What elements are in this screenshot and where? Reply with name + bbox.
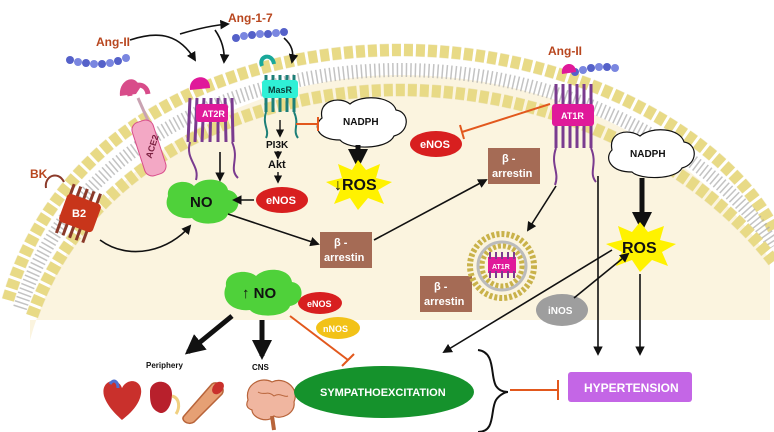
svg-text:arrestin: arrestin (492, 168, 533, 180)
sympathoexcitation-ellipse: SYMPATHOEXCITATION (294, 366, 474, 418)
svg-text:eNOS: eNOS (307, 299, 332, 309)
ang-1-7-label: Ang-1-7 (228, 11, 273, 25)
svg-text:arrestin: arrestin (324, 252, 365, 264)
svg-text:↓ROS: ↓ROS (334, 177, 377, 194)
svg-text:NO: NO (190, 194, 213, 211)
ang-ii-left-label: Ang-II (96, 35, 130, 49)
svg-text:AT1R: AT1R (492, 264, 510, 271)
svg-text:β -: β - (434, 281, 448, 293)
svg-text:eNOS: eNOS (266, 195, 296, 207)
enos-left-oval: eNOS (256, 187, 308, 213)
ang-ii-right-label: Ang-II (548, 44, 582, 58)
at1r-receptor: AT1R (552, 63, 597, 186)
converging-brace (477, 349, 509, 432)
enos-right-oval: eNOS (410, 131, 462, 157)
svg-text:↑ NO: ↑ NO (242, 285, 277, 302)
bk-label: BK (30, 167, 48, 181)
ang-ii-right-peptide (571, 63, 619, 76)
brain-icon (246, 379, 296, 431)
b2-receptor: B2 (44, 174, 102, 244)
inos-oval: iNOS (536, 294, 588, 326)
internalized-at1r-vesicle: AT1R (467, 231, 537, 301)
svg-text:SYMPATHOEXCITATION: SYMPATHOEXCITATION (320, 387, 446, 399)
svg-text:ROS: ROS (622, 240, 657, 257)
svg-text:NADPH: NADPH (343, 117, 379, 128)
hypertension-box: HYPERTENSION (568, 372, 692, 402)
at2r-receptor: AT2R (186, 77, 239, 181)
kidney-icon (150, 381, 181, 415)
nnos-oval: nNOS (316, 317, 360, 339)
akt-label: Akt (268, 159, 286, 171)
svg-text:eNOS: eNOS (420, 139, 450, 151)
svg-text:β -: β - (502, 153, 516, 165)
at1r-label: AT1R (561, 111, 584, 121)
masr-label: MasR (268, 85, 293, 95)
enos-bottom-oval: eNOS (298, 292, 342, 314)
ros-down-star: ↓ROS (326, 160, 392, 210)
nadph-left: NADPH (316, 97, 407, 148)
heart-icon (103, 379, 142, 420)
b2-label: B2 (72, 208, 86, 220)
nadph-right: NADPH (608, 129, 695, 179)
no-up-cloud: ↑ NO (224, 269, 302, 316)
svg-text:iNOS: iNOS (548, 306, 573, 317)
svg-text:HYPERTENSION: HYPERTENSION (584, 381, 679, 395)
pi3k-label: PI3K (266, 140, 289, 151)
ang-ii-left-peptide (66, 54, 130, 68)
ang-1-7-peptide (232, 28, 288, 42)
svg-text:NADPH: NADPH (630, 149, 666, 160)
at2r-label: AT2R (202, 109, 225, 119)
periphery-label: Periphery (146, 361, 183, 370)
svg-text:nNOS: nNOS (323, 324, 348, 334)
masr-receptor: MasR (259, 54, 299, 139)
cns-label: CNS (252, 363, 270, 372)
blood-vessel-icon (182, 381, 224, 425)
svg-text:β -: β - (334, 237, 348, 249)
beta-arrestin-box-2: β - arrestin (320, 232, 372, 268)
svg-text:arrestin: arrestin (424, 296, 465, 308)
beta-arrestin-box-1: β - arrestin (488, 148, 540, 184)
beta-arrestin-box-3: β - arrestin (420, 276, 472, 312)
no-cloud: NO (166, 179, 239, 224)
cell-membrane (1, 43, 774, 319)
ace2-receptor: ACE2 (119, 79, 167, 177)
